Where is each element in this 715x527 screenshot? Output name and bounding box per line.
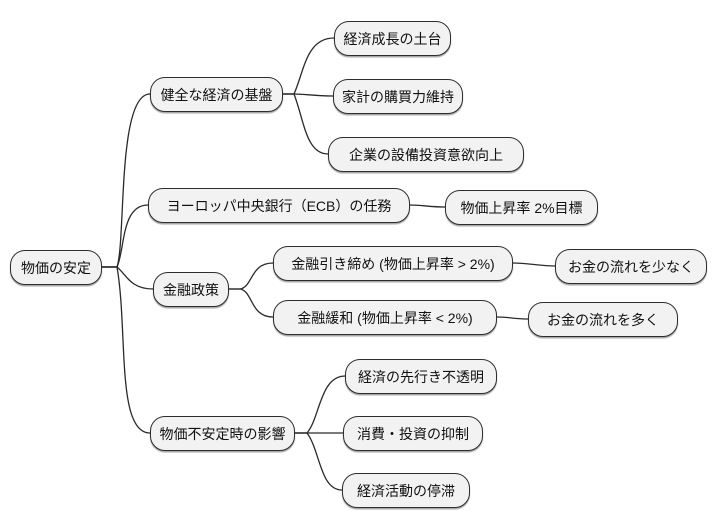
mindmap-node-ecb-mission[interactable]: ヨーロッパ中央銀行（ECB）の任務 [148, 188, 410, 223]
mindmap-node-inflation-2pct-target[interactable]: 物価上昇率 2%目標 [445, 190, 598, 225]
edge-root-to-ecb-mission [101, 204, 149, 268]
edge-easing-to-increase-flow [496, 316, 529, 320]
node-label: 金融引き締め (物価上昇率 > 2%) [291, 255, 495, 272]
node-label: 経済活動の停滞 [357, 482, 455, 499]
node-label: 家計の購買力維持 [342, 88, 454, 105]
edge-root-to-instability-effects [101, 266, 151, 434]
edge-tightening-to-reduce-flow [512, 262, 556, 267]
node-label: 経済成長の土台 [343, 30, 442, 47]
mindmap-node-price-instability-effects[interactable]: 物価不安定時の影響 [150, 416, 295, 451]
mindmap-node-corporate-capex-motivation[interactable]: 企業の設備投資意欲向上 [328, 137, 524, 172]
mindmap-node-consumption-investment-restraint[interactable]: 消費・投資の抑制 [343, 416, 483, 451]
edge-root-to-monetary-policy [101, 266, 154, 290]
mindmap-node-price-stability[interactable]: 物価の安定 [10, 250, 102, 285]
node-label: 物価の安定 [21, 259, 91, 276]
node-label: 経済の先行き不透明 [358, 368, 484, 385]
edge-instability-to-stagnation [294, 432, 343, 491]
mindmap-node-economic-stagnation[interactable]: 経済活動の停滞 [342, 473, 470, 508]
mindmap-node-monetary-tightening[interactable]: 金融引き締め (物価上昇率 > 2%) [273, 246, 513, 281]
node-label: 消費・投資の抑制 [357, 425, 469, 442]
node-label: 健全な経済の基盤 [160, 86, 273, 103]
node-label: ヨーロッパ中央銀行（ECB）の任務 [166, 197, 392, 214]
edge-root-to-healthy-economy [101, 93, 151, 268]
mindmap-node-increase-money-flow[interactable]: お金の流れを多く [528, 302, 678, 337]
edge-healthy-to-growth-base [282, 37, 335, 95]
node-label: お金の流れを少なく [568, 258, 694, 275]
edge-healthy-to-capex [282, 93, 329, 155]
node-label: 物価不安定時の影響 [159, 425, 286, 442]
node-label: 企業の設備投資意欲向上 [349, 146, 503, 163]
mindmap-node-monetary-easing[interactable]: 金融緩和 (物価上昇率 < 2%) [273, 300, 497, 335]
mindmap-node-economic-growth-base[interactable]: 経済成長の土台 [334, 21, 451, 56]
node-label: 金融政策 [163, 281, 219, 298]
edge-policy-to-tightening [228, 262, 274, 290]
node-label: 物価上昇率 2%目標 [460, 199, 583, 216]
edge-policy-to-easing [228, 288, 274, 318]
mindmap-node-healthy-economy-foundation[interactable]: 健全な経済の基盤 [150, 77, 283, 112]
edge-ecb-to-2pct-target [409, 204, 446, 208]
edge-instability-to-uncertainty [294, 375, 346, 434]
mindmap-node-reduce-money-flow[interactable]: お金の流れを少なく [555, 249, 707, 284]
mindmap-node-household-purchasing-power[interactable]: 家計の購買力維持 [333, 79, 463, 114]
node-label: 金融緩和 (物価上昇率 < 2%) [297, 309, 473, 326]
node-label: お金の流れを多く [547, 311, 659, 328]
mindmap-node-monetary-policy[interactable]: 金融政策 [153, 272, 229, 307]
mindmap-node-economic-outlook-uncertainty[interactable]: 経済の先行き不透明 [345, 359, 497, 394]
